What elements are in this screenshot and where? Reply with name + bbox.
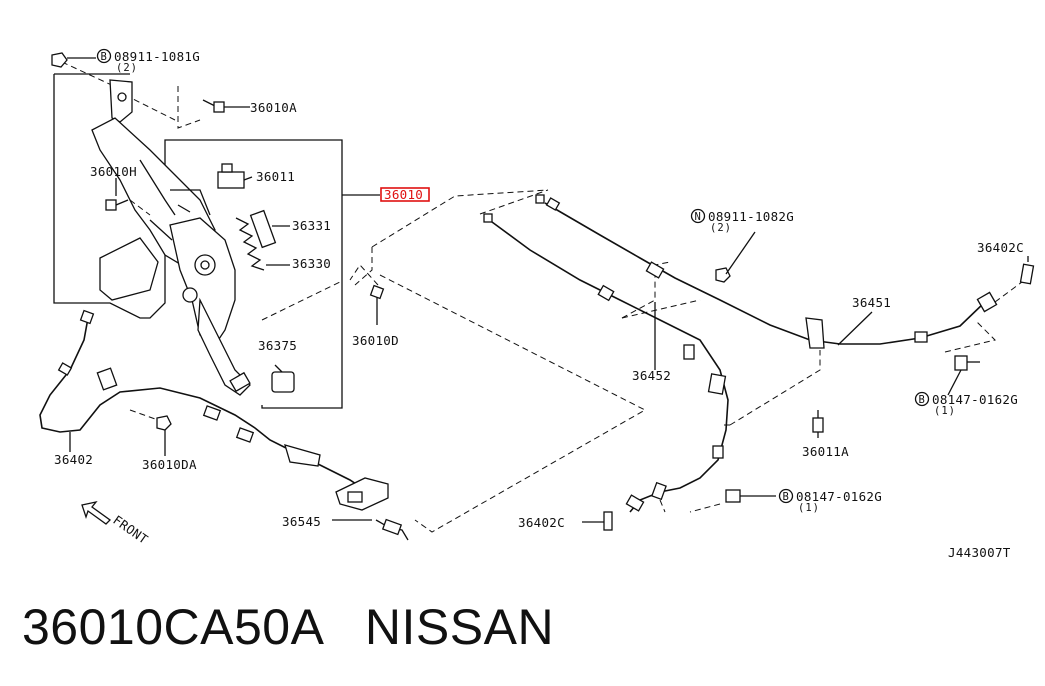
label-36402: 36402 bbox=[54, 452, 93, 467]
part-number: 36010CA50A bbox=[22, 599, 322, 655]
brand-name: NISSAN bbox=[364, 599, 555, 655]
cable-36402-drawing bbox=[39, 309, 369, 493]
nut-badge: N bbox=[695, 211, 702, 223]
label-36402C-bottom: 36402C bbox=[518, 515, 565, 530]
spring-36330-drawing bbox=[235, 217, 290, 271]
svg-text:08147-0162G: 08147-0162G bbox=[796, 489, 882, 504]
label-36451: 36451 bbox=[852, 295, 891, 310]
label-36330: 36330 bbox=[292, 256, 331, 271]
svg-text:(2): (2) bbox=[710, 222, 732, 234]
label-36010A: 36010A bbox=[250, 100, 297, 115]
label-36402C-right: 36402C bbox=[977, 240, 1024, 255]
nut-36010DA-drawing bbox=[156, 415, 172, 431]
svg-text:(2): (2) bbox=[116, 62, 138, 74]
label-36011: 36011 bbox=[256, 169, 295, 184]
svg-text:08911-1082G: 08911-1082G bbox=[708, 209, 794, 224]
spring-36331-drawing bbox=[249, 209, 290, 249]
bolt-08147-0162G-a-drawing bbox=[947, 355, 980, 396]
label-36011A: 36011A bbox=[802, 444, 849, 459]
bolt-08147-0162G-b-drawing bbox=[689, 489, 776, 513]
front-arrow: FRONT bbox=[81, 500, 151, 547]
label-36545: 36545 bbox=[282, 514, 321, 529]
label-08147-0162G-b: B 08147-0162G (1) bbox=[778, 488, 882, 514]
pad-36375-drawing bbox=[271, 364, 295, 393]
svg-text:36010: 36010 bbox=[384, 187, 423, 202]
equalizer-36545-drawing bbox=[332, 477, 409, 541]
bolt-36010H-drawing bbox=[105, 199, 151, 216]
front-label: FRONT bbox=[110, 512, 151, 547]
cable-36452-drawing bbox=[483, 213, 729, 531]
label-36010DA: 36010DA bbox=[142, 457, 197, 472]
label-08911-1081G: B 08911-1081G (2) bbox=[96, 48, 200, 74]
svg-text:B: B bbox=[919, 394, 926, 406]
caption: 36010CA50A NISSAN bbox=[22, 598, 554, 656]
svg-text:(1): (1) bbox=[798, 502, 820, 514]
nut-08911-1082G-drawing bbox=[715, 231, 756, 283]
label-08147-0162G-a: B 08147-0162G (1) bbox=[914, 391, 1018, 417]
svg-text:(1): (1) bbox=[934, 405, 956, 417]
label-36010-highlighted: 36010 bbox=[380, 187, 430, 202]
svg-text:08147-0162G: 08147-0162G bbox=[932, 392, 1018, 407]
svg-text:08911-1081G: 08911-1081G bbox=[114, 49, 200, 64]
bolt-36011A-drawing bbox=[812, 410, 824, 438]
label-36010D: 36010D bbox=[352, 333, 399, 348]
label-36452: 36452 bbox=[632, 368, 671, 383]
svg-text:B: B bbox=[783, 491, 790, 503]
label-08911-1082G: N 08911-1082G (2) bbox=[690, 208, 794, 234]
cable-36451-drawing bbox=[535, 194, 1035, 353]
nut-08911-1081G-drawing bbox=[51, 52, 96, 68]
diagram-code: J443007T bbox=[948, 545, 1011, 560]
label-36010H: 36010H bbox=[90, 164, 137, 179]
clip-36010D-drawing bbox=[349, 264, 385, 325]
switch-36011-drawing bbox=[217, 163, 253, 189]
assembly-outline bbox=[53, 74, 343, 409]
label-36375: 36375 bbox=[258, 338, 297, 353]
bolt-badge: B bbox=[101, 51, 108, 63]
label-36331: 36331 bbox=[292, 218, 331, 233]
pedal-assembly-drawing bbox=[91, 79, 251, 396]
bolt-36010A-drawing bbox=[202, 99, 250, 113]
